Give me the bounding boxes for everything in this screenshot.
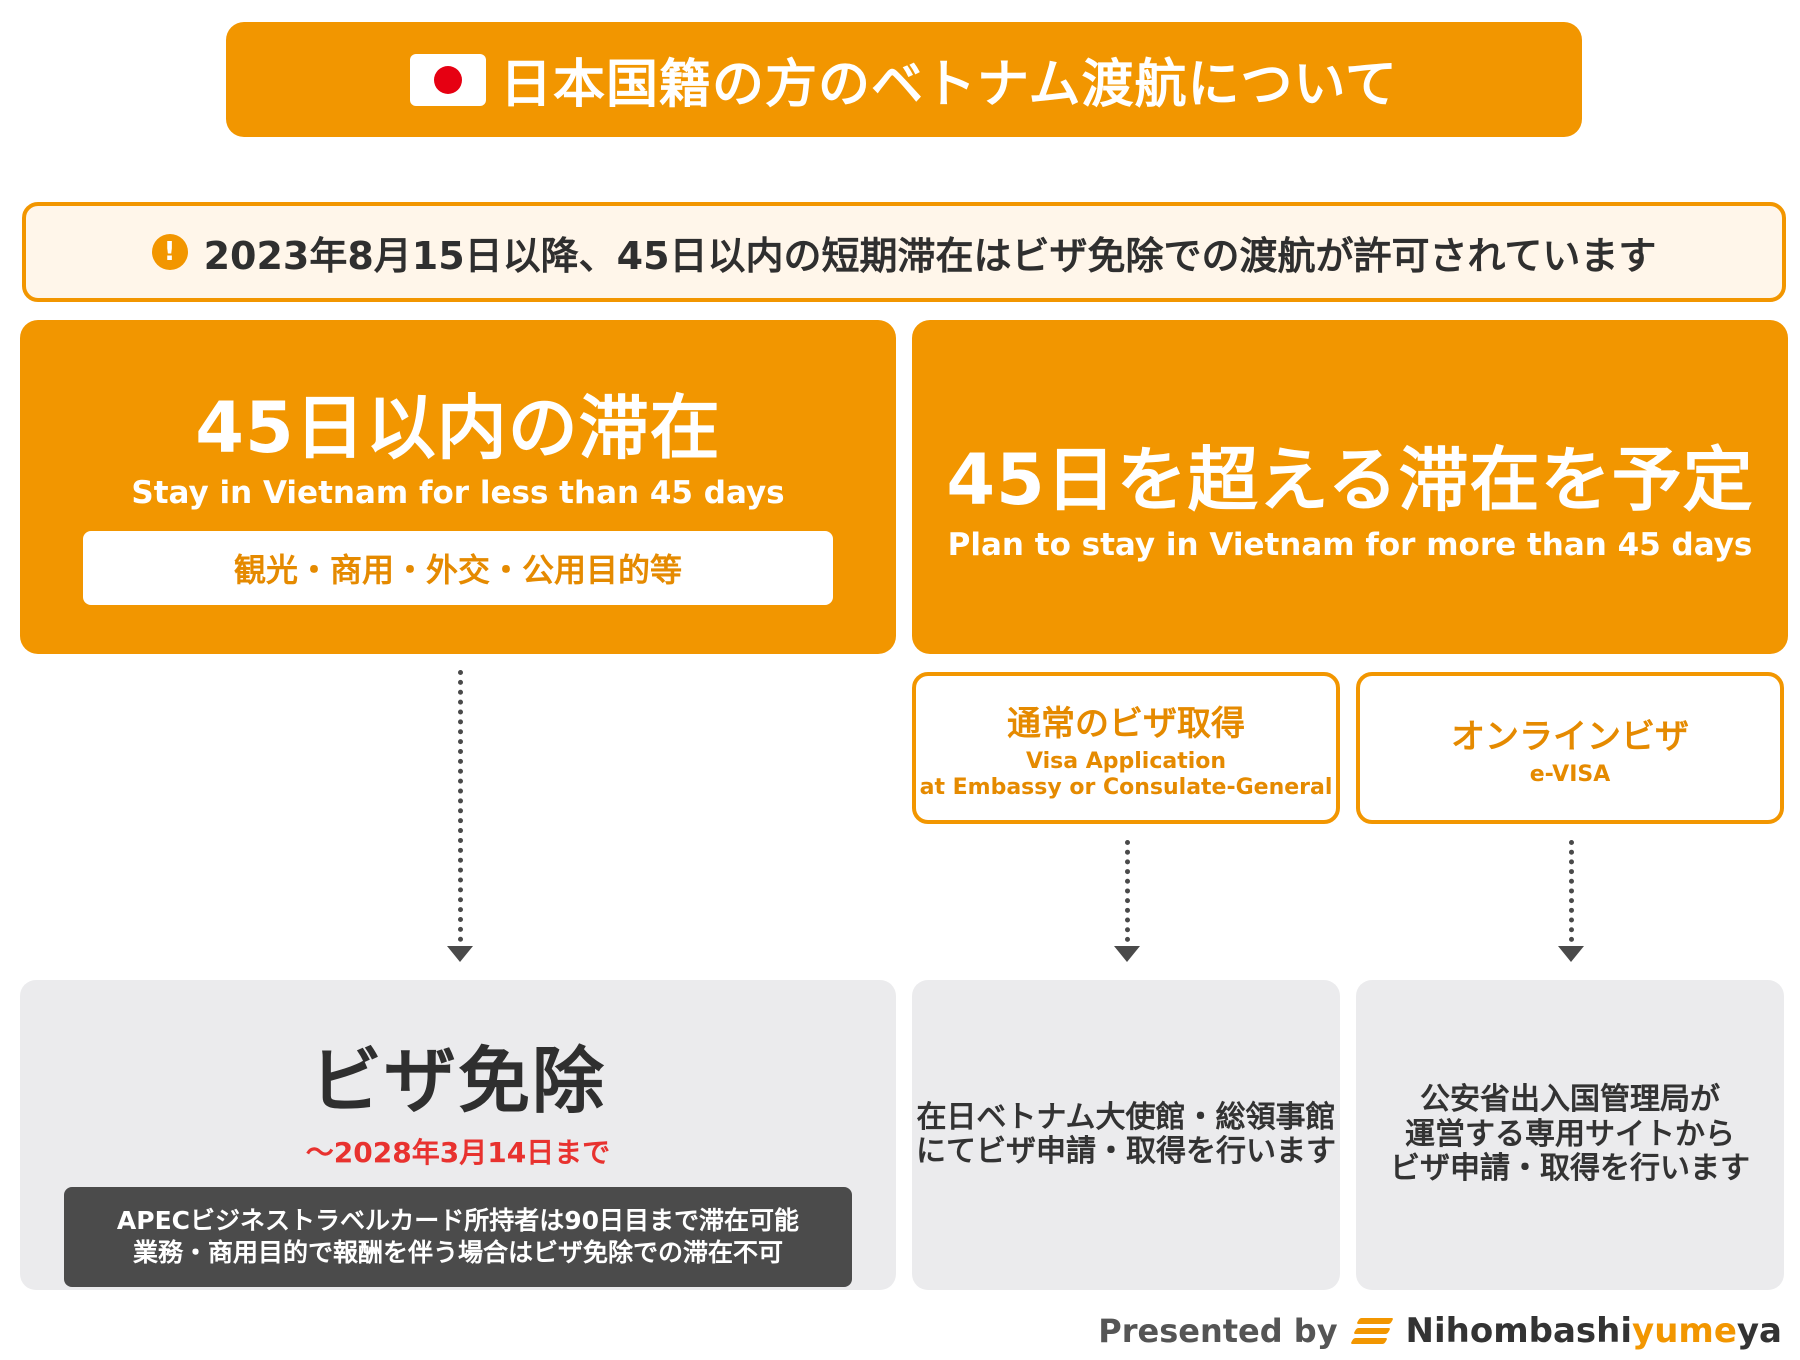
category-short-stay: 45日以内の滞在 Stay in Vietnam for less than 4… xyxy=(20,320,896,654)
method-visa-sub-line1: Visa Application xyxy=(1025,749,1227,775)
footer-brand-tail: ya xyxy=(1736,1311,1782,1351)
visa-free-note-line2: 業務・商用目的で報酬を伴う場合はビザ免除での滞在不可 xyxy=(132,1238,783,1267)
notice-text: 2023年8月15日以降、45日以内の短期滞在はビザ免除での渡航が許可されていま… xyxy=(203,233,1657,278)
online-text-line1: 公安省出入国管理局が xyxy=(1420,1082,1720,1118)
embassy-text: 在日ベトナム大使館・総領事館 にてビザ申請・取得を行います xyxy=(916,1099,1336,1170)
embassy-text-line1: 在日ベトナム大使館・総領事館 xyxy=(916,1099,1336,1135)
category-long-stay: 45日を超える滞在を予定 Plan to stay in Vietnam for… xyxy=(912,320,1788,654)
arrow-down-icon xyxy=(447,946,473,962)
method-evisa: オンラインビザ e-VISA xyxy=(1356,672,1784,824)
arrow-down-icon xyxy=(1558,946,1584,962)
nihombashiyumeya-logo-icon xyxy=(1349,1316,1394,1346)
method-evisa-title: オンラインビザ xyxy=(1451,716,1689,757)
arrow-visa-line xyxy=(1125,840,1130,942)
visa-free-until: ～2028年3月14日まで xyxy=(305,1136,611,1169)
method-visa-sub-line2: at Embassy or Consulate-General xyxy=(919,774,1333,800)
short-stay-subtitle: Stay in Vietnam for less than 45 days xyxy=(131,475,785,511)
arrow-down-icon xyxy=(1114,946,1140,962)
long-stay-subtitle: Plan to stay in Vietnam for more than 45… xyxy=(947,527,1753,563)
footer-brand-accent: yume xyxy=(1632,1311,1737,1351)
online-text: 公安省出入国管理局が 運営する専用サイトから ビザ申請・取得を行います xyxy=(1390,1083,1750,1187)
short-stay-title: 45日以内の滞在 xyxy=(195,387,721,469)
footer-brand-main: Nihombashi xyxy=(1405,1311,1633,1351)
visa-free-note: APECビジネストラベルカード所持者は90日目まで滞在可能 業務・商用目的で報酬… xyxy=(64,1187,852,1287)
visa-free-title: ビザ免除 xyxy=(309,1039,606,1123)
arrow-short-stay-line xyxy=(458,670,463,942)
footer-brand: Nihombashiyumeya xyxy=(1406,1311,1782,1351)
title-banner: 日本国籍の方のベトナム渡航について xyxy=(226,22,1582,137)
exclamation-icon: ! xyxy=(151,234,188,270)
embassy-text-line2: にてビザ申請・取得を行います xyxy=(916,1134,1336,1169)
online-text-line3: ビザ申請・取得を行います xyxy=(1390,1151,1750,1187)
result-embassy: 在日ベトナム大使館・総領事館 にてビザ申請・取得を行います xyxy=(912,980,1340,1290)
result-visa-free: ビザ免除 ～2028年3月14日まで APECビジネストラベルカード所持者は90… xyxy=(20,980,896,1290)
online-text-line2: 運営する専用サイトから xyxy=(1405,1116,1735,1152)
notice-banner: ! 2023年8月15日以降、45日以内の短期滞在はビザ免除での渡航が許可されて… xyxy=(22,202,1786,302)
method-visa-application: 通常のビザ取得 Visa Application at Embassy or C… xyxy=(912,672,1340,824)
japan-flag-icon xyxy=(410,53,487,106)
method-visa-title: 通常のビザ取得 xyxy=(1007,704,1245,745)
arrow-evisa-line xyxy=(1569,840,1574,942)
method-evisa-subtitle: e-VISA xyxy=(1529,761,1611,787)
page-title: 日本国籍の方のベトナム渡航について xyxy=(500,55,1398,115)
footer-credit: Presented by Nihombashiyumeya xyxy=(1098,1306,1782,1356)
visa-free-note-line1: APECビジネストラベルカード所持者は90日目まで滞在可能 xyxy=(116,1205,800,1235)
long-stay-title: 45日を超える滞在を予定 xyxy=(946,439,1754,521)
method-visa-subtitle: Visa Application at Embassy or Consulate… xyxy=(916,749,1336,800)
result-online: 公安省出入国管理局が 運営する専用サイトから ビザ申請・取得を行います xyxy=(1356,980,1784,1290)
short-stay-purposes: 観光・商用・外交・公用目的等 xyxy=(83,531,833,605)
footer-label: Presented by xyxy=(1098,1312,1338,1350)
